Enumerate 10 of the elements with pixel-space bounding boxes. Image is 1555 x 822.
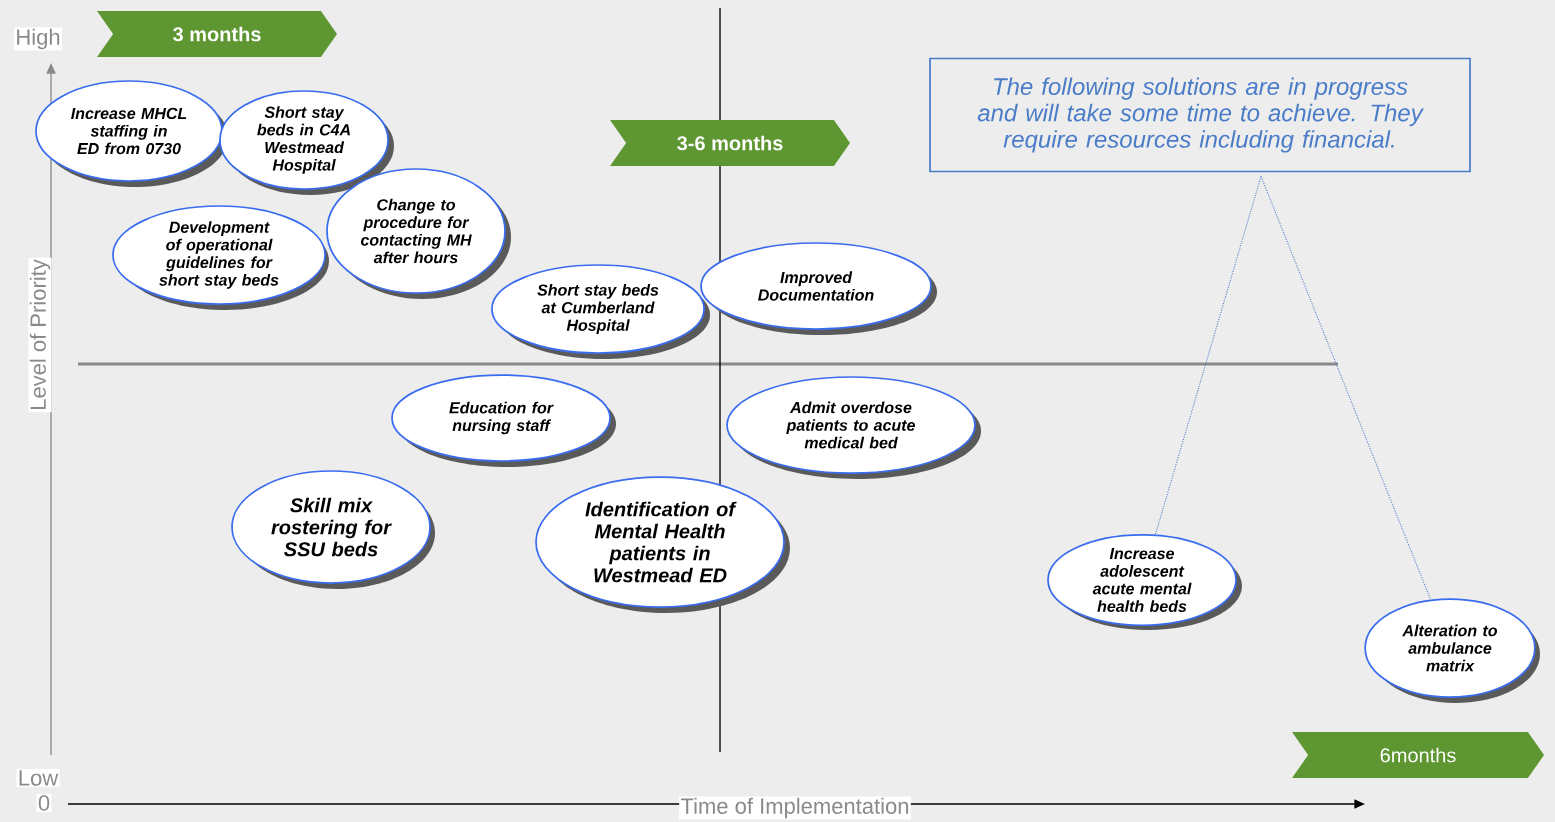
chevron-banner: 6months <box>1292 732 1544 778</box>
axis-label: Level of Priority <box>28 257 52 413</box>
leader-line <box>1260 175 1432 600</box>
callout-box: The following solutions are in progress and will take some time to achieve. They require resources including financial. <box>929 57 1471 173</box>
axis-label: Low <box>16 769 60 787</box>
chevron-banner: 3 months <box>97 11 337 57</box>
axis-label: High <box>14 27 62 51</box>
leader-line <box>1154 175 1262 535</box>
axis-label: Time of Implementation <box>679 796 911 820</box>
chevron-banner: 3-6 months <box>610 120 850 166</box>
